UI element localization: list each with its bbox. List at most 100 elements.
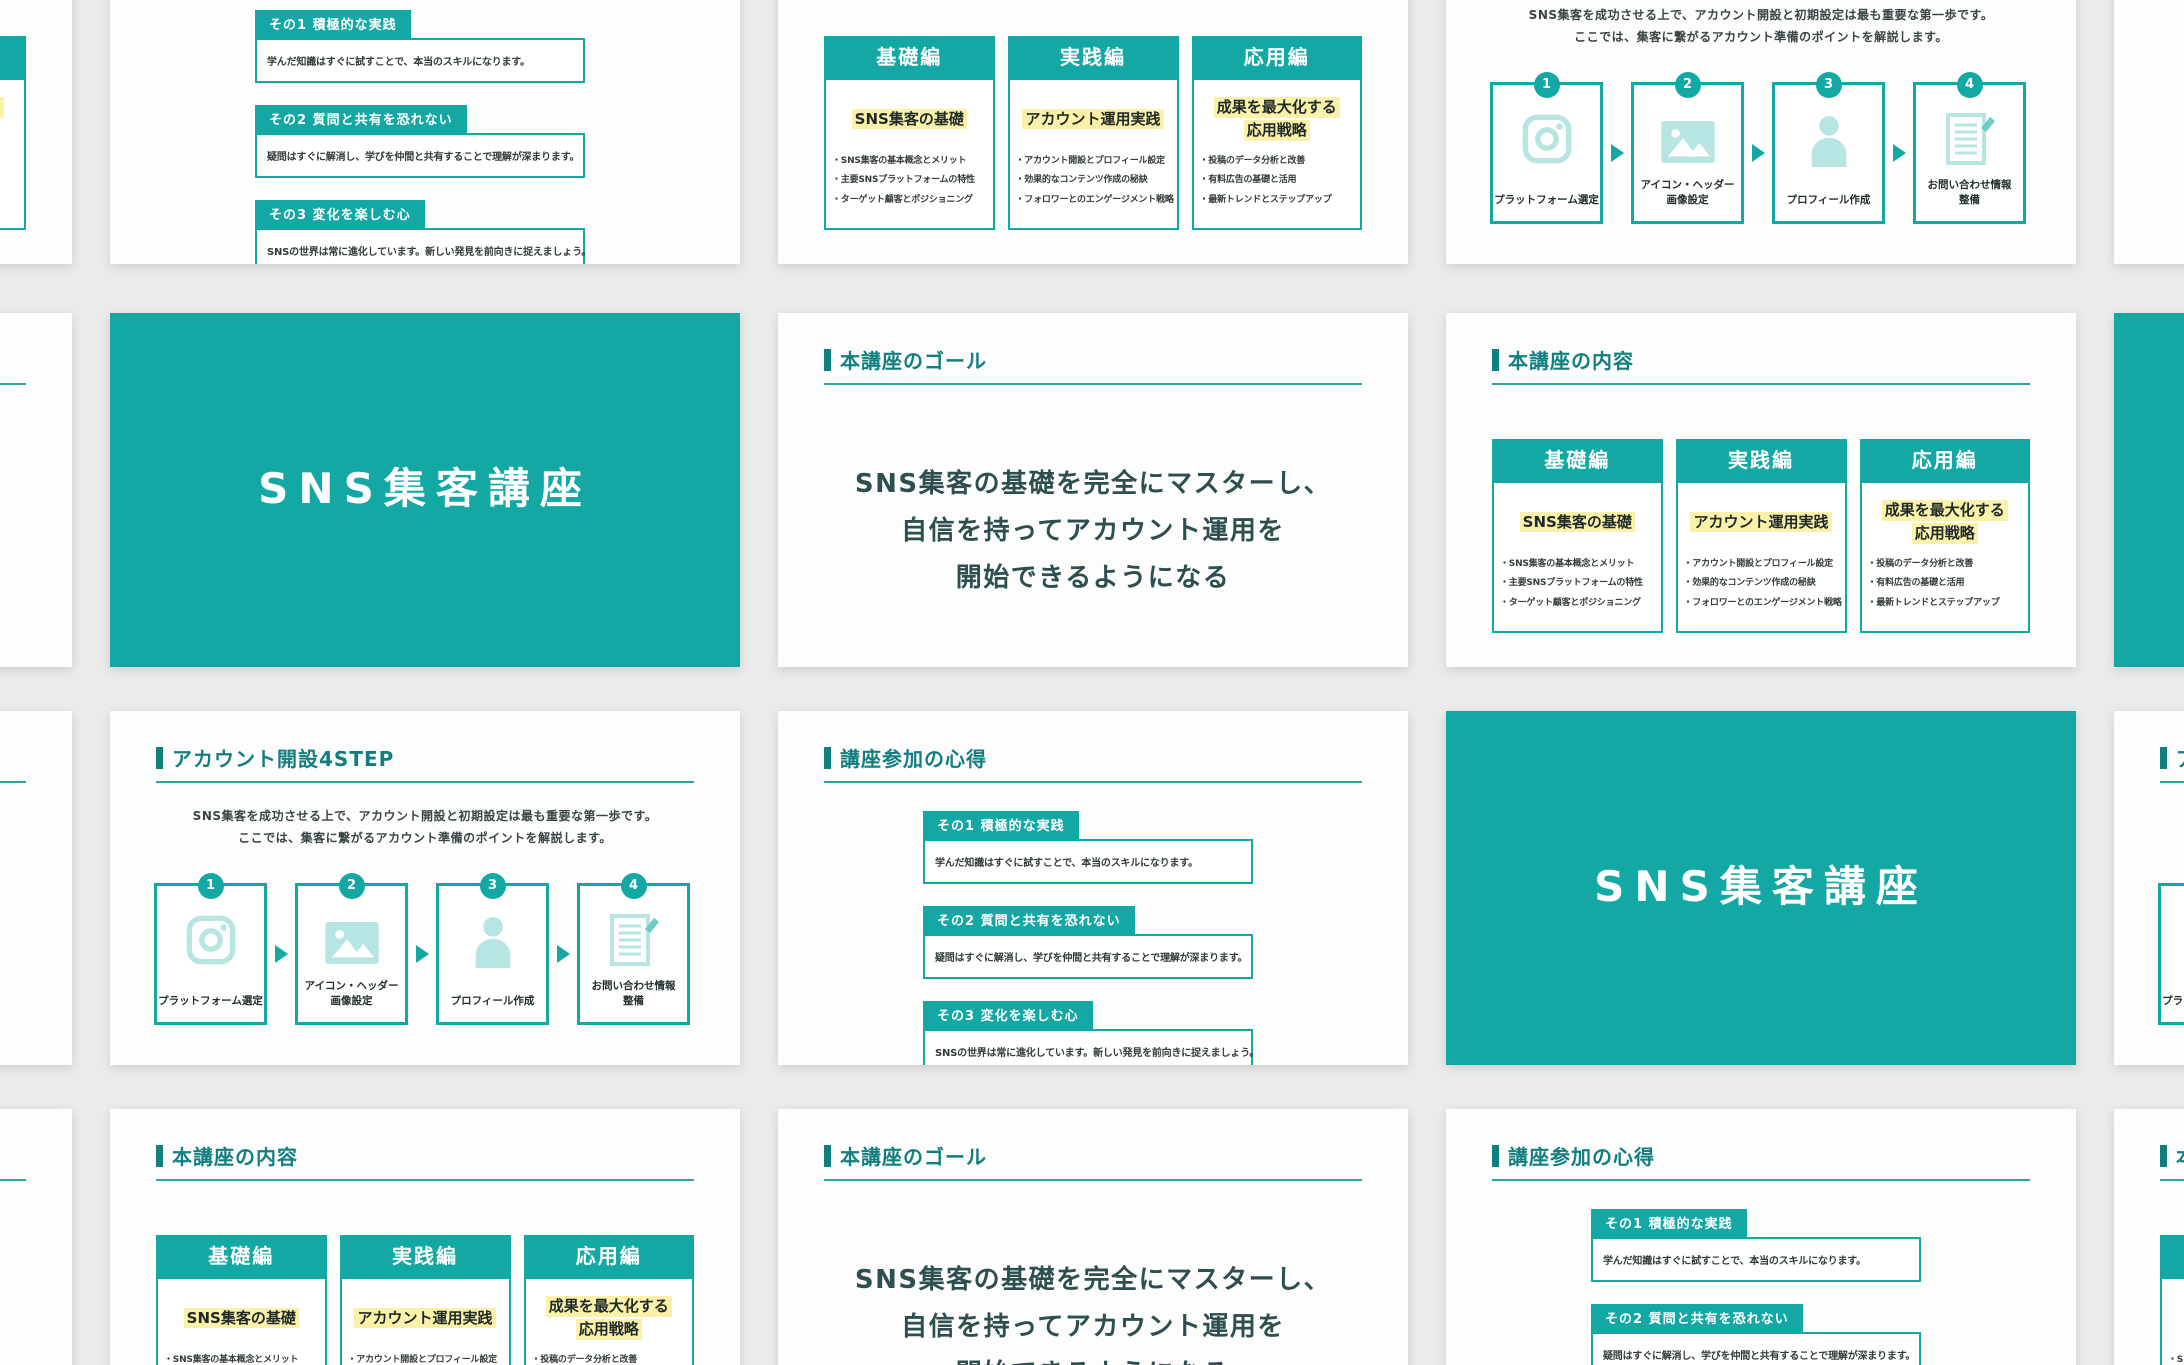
heading-bar-icon: [824, 348, 831, 371]
slide-goal[interactable]: 本講座のゴール SNS集客の基礎を完全にマスターし、 自信を持ってアカウント運用…: [0, 711, 72, 1065]
step-number-badge: 3: [1815, 72, 1842, 98]
person-icon: [1775, 115, 1882, 167]
slide-contents[interactable]: 本講座の内容 基礎編 SNS集客の基礎 ・SNS集客の基本概念とメリット ・主要…: [0, 0, 72, 264]
flow-arrow-icon: [1892, 144, 1906, 162]
column-subtitle: SNS集客の基礎: [158, 1291, 325, 1345]
slide-goal[interactable]: 本講座のゴール SNS集客の基礎を完全にマスターし、 自信を持ってアカウント運用…: [778, 313, 1408, 667]
instagram-icon: [1493, 113, 1600, 165]
step-number-badge: 4: [1956, 72, 1983, 98]
column-bullets: ・投稿のデータ分析と改善 ・有料広告の基礎と活用 ・最新トレンドとステップアップ: [531, 1355, 638, 1365]
principle-label: その2 質問と共有を恐れない: [255, 105, 467, 133]
step-number-badge: 3: [479, 873, 506, 899]
step-flow: 1 プラットフォーム選定 2: [154, 873, 690, 1025]
principle-label: その3 変化を楽しむ心: [923, 1001, 1093, 1029]
heading-bar-icon: [156, 1144, 163, 1167]
goal-statement: SNS集客の基礎を完全にマスターし、 自信を持ってアカウント運用を 開始できるよ…: [854, 1265, 1332, 1365]
principle-text: 学んだ知識はすぐに試すことで、本当のスキルになります。: [923, 839, 1253, 884]
goal-statement: SNS集客の基礎を完全にマスターし、 自信を持ってアカウント運用を 開始できるよ…: [0, 461, 72, 601]
slide-contents[interactable]: 本講座の内容 基礎編 SNS集客の基礎 ・SNS集客の基本概念とメリット ・主要…: [1446, 313, 2076, 667]
flow-arrow-icon: [1751, 144, 1765, 162]
column-bullets: ・アカウント開設とプロフィール設定 ・効果的なコンテンツ作成の秘訣 ・フォロワー…: [347, 1355, 498, 1365]
instagram-icon: [157, 914, 264, 966]
column-subtitle: 成果を最大化する 応用戦略: [1862, 495, 2029, 549]
step-label: プラットフォーム選定: [1494, 194, 1599, 207]
step-description: SNS集客を成功させる上で、アカウント開設と初期設定は最も重要な第一歩です。 こ…: [1528, 8, 1994, 44]
image-icon: [1634, 121, 1741, 163]
principle-text: 疑問はすぐに解消し、学びを仲間と共有することで理解が深まります。: [1591, 1332, 1921, 1365]
flow-arrow-icon: [415, 945, 429, 963]
column-bullets: ・SNS集客の基本概念とメリット ・主要SNSプラットフォームの特性 ・ターゲッ…: [2168, 1355, 2184, 1365]
slide-heading: アカウント開設4STEP: [156, 743, 694, 783]
principle-block-3: その3 変化を楽しむ心 SNSの世界は常に進化しています。新しい発見を前向きに捉…: [923, 1001, 1259, 1065]
table-column-basic: 基礎編 SNS集客の基礎 ・SNS集客の基本概念とメリット ・主要SNSプラット…: [156, 1235, 327, 1365]
slide-heading: 本講座のゴール: [0, 743, 26, 783]
goal-statement: SNS集客の基礎を完全にマスターし、 自信を持ってアカウント運用を 開始できるよ…: [0, 1257, 72, 1365]
heading-bar-icon: [156, 746, 163, 769]
principle-block-2: その2 質問と共有を恐れない 疑問はすぐに解消し、学びを仲間と共有することで理解…: [923, 906, 1253, 979]
course-contents-table: 基礎編 SNS集客の基礎 ・SNS集客の基本概念とメリット ・主要SNSプラット…: [2160, 1235, 2184, 1365]
heading-bar-icon: [2160, 746, 2167, 769]
principle-block-2: その2 質問と共有を恐れない 疑問はすぐに解消し、学びを仲間と共有することで理解…: [1591, 1304, 1921, 1365]
slide-goal[interactable]: 本講座のゴール SNS集客の基礎を完全にマスターし、 自信を持ってアカウント運用…: [778, 1109, 1408, 1365]
slide-heading: 本講座のゴール: [824, 1141, 1362, 1181]
table-column-basic: 基礎編 SNS集客の基礎 ・SNS集客の基本概念とメリット ・主要SNSプラット…: [824, 36, 995, 230]
slide-principles[interactable]: 講座参加の心得 その1 積極的な実践 学んだ知識はすぐに試すことで、本当のスキル…: [110, 0, 740, 264]
heading-bar-icon: [1492, 348, 1499, 371]
step-label: アイコン・ヘッダー 画像設定: [1640, 178, 1735, 207]
slide-contents[interactable]: 本講座の内容 基礎編 SNS集客の基礎 ・SNS集客の基本概念とメリット ・主要…: [778, 0, 1408, 264]
step-label: アイコン・ヘッダー 画像設定: [304, 979, 399, 1008]
slide-account-4step[interactable]: アカウント開設4STEP SNS集客を成功させる上で、アカウント開設と初期設定は…: [110, 711, 740, 1065]
heading-bar-icon: [824, 746, 831, 769]
document-pencil-icon: [1916, 111, 2023, 167]
slide-account-4step[interactable]: アカウント開設4STEP SNS集客を成功させる上で、アカウント開設と初期設定は…: [1446, 0, 2076, 264]
slide-heading: 本講座の内容: [2160, 1141, 2184, 1181]
column-subtitle: 成果を最大化する 応用戦略: [1194, 92, 1361, 146]
flow-arrow-icon: [274, 945, 288, 963]
slide-goal[interactable]: 本講座のゴール SNS集客の基礎を完全にマスターし、 自信を持ってアカウント運用…: [0, 313, 72, 667]
slide-goal[interactable]: 本講座のゴール SNS集客の基礎を完全にマスターし、 自信を持ってアカウント運用…: [0, 1109, 72, 1365]
step-label: プロフィール作成: [450, 995, 535, 1008]
slide-heading: 本講座のゴール: [0, 345, 26, 385]
image-icon: [298, 922, 405, 964]
column-subtitle: アカウント運用実践: [1678, 495, 1845, 549]
slide-title[interactable]: SNS集客講座: [1446, 711, 2076, 1065]
principle-block-2: その2 質問と共有を恐れない 疑問はすぐに解消し、学びを仲間と共有することで理解…: [255, 105, 585, 178]
slide-heading: 本講座のゴール: [824, 345, 1362, 385]
slide-title[interactable]: SNS集客講座: [110, 313, 740, 667]
slide-title[interactable]: SNS集客講座: [2114, 313, 2184, 667]
slide-principles[interactable]: 講座参加の心得 その1 積極的な実践 学んだ知識はすぐに試すことで、本当のスキル…: [778, 711, 1408, 1065]
principle-block-1: その1 積極的な実践 学んだ知識はすぐに試すことで、本当のスキルになります。: [255, 10, 585, 83]
slide-heading: 本講座の内容: [1492, 345, 2030, 385]
step-label: プラットフォーム選定: [2162, 995, 2184, 1008]
step-flow: 1 プラットフォーム選定 2: [1490, 72, 2026, 224]
column-bullets: ・投稿のデータ分析と改善 ・有料広告の基礎と活用 ・最新トレンドとステップアップ: [0, 152, 24, 210]
column-subtitle: アカウント運用実践: [342, 1291, 509, 1345]
column-subtitle: SNS集客の基礎: [826, 92, 993, 146]
table-column-basic: 基礎編 SNS集客の基礎 ・SNS集客の基本概念とメリット ・主要SNSプラット…: [1492, 439, 1663, 633]
principle-label: その1 積極的な実践: [255, 10, 411, 38]
step-number-badge: 4: [620, 873, 647, 899]
slide-principles[interactable]: 講座参加の心得 その1 積極的な実践 学んだ知識はすぐに試すことで、本当のスキル…: [1446, 1109, 2076, 1365]
column-subtitle: アカウント運用実践: [1010, 92, 1177, 146]
table-column-advanced: 応用編 成果を最大化する 応用戦略 ・投稿のデータ分析と改善 ・有料広告の基礎と…: [0, 36, 26, 230]
column-bullets: ・SNS集客の基本概念とメリット ・主要SNSプラットフォームの特性 ・ターゲッ…: [1500, 559, 1643, 608]
slide-contents[interactable]: 本講座の内容 基礎編 SNS集客の基礎 ・SNS集客の基本概念とメリット ・主要…: [110, 1109, 740, 1365]
instagram-icon: [2161, 914, 2184, 966]
principle-text: SNSの世界は常に進化しています。新しい発見を前向きに捉えましょう。: [255, 228, 591, 264]
slide-account-4step[interactable]: アカウント開設4STEP SNS集客を成功させる上で、アカウント開設と初期設定は…: [2114, 711, 2184, 1065]
step-box-profile: 3 プロフィール作成: [1772, 72, 1885, 224]
principle-label: その1 積極的な実践: [1591, 1209, 1747, 1237]
step-label: お問い合わせ情報 整備: [591, 979, 676, 1008]
column-bullets: ・投稿のデータ分析と改善 ・有料広告の基礎と活用 ・最新トレンドとステップアップ: [1199, 156, 1332, 205]
principle-text: 学んだ知識はすぐに試すことで、本当のスキルになります。: [255, 38, 585, 83]
column-bullets: ・SNS集客の基本概念とメリット ・主要SNSプラットフォームの特性 ・ターゲッ…: [832, 156, 975, 205]
slide-goal[interactable]: 本講座のゴール SNS集客の基礎を完全にマスターし、 自信を持ってアカウント運用…: [2114, 0, 2184, 264]
slide-contents[interactable]: 本講座の内容 基礎編 SNS集客の基礎 ・SNS集客の基本概念とメリット ・主要…: [2114, 1109, 2184, 1365]
step-label: プラットフォーム選定: [158, 995, 263, 1008]
principle-text: 学んだ知識はすぐに試すことで、本当のスキルになります。: [1591, 1237, 1921, 1282]
column-subtitle: 成果を最大化する 応用戦略: [526, 1291, 693, 1345]
step-box-contact: 4: [1913, 72, 2026, 224]
heading-bar-icon: [1492, 1144, 1499, 1167]
step-description: SNS集客を成功させる上で、アカウント開設と初期設定は最も重要な第一歩です。 こ…: [192, 809, 658, 845]
